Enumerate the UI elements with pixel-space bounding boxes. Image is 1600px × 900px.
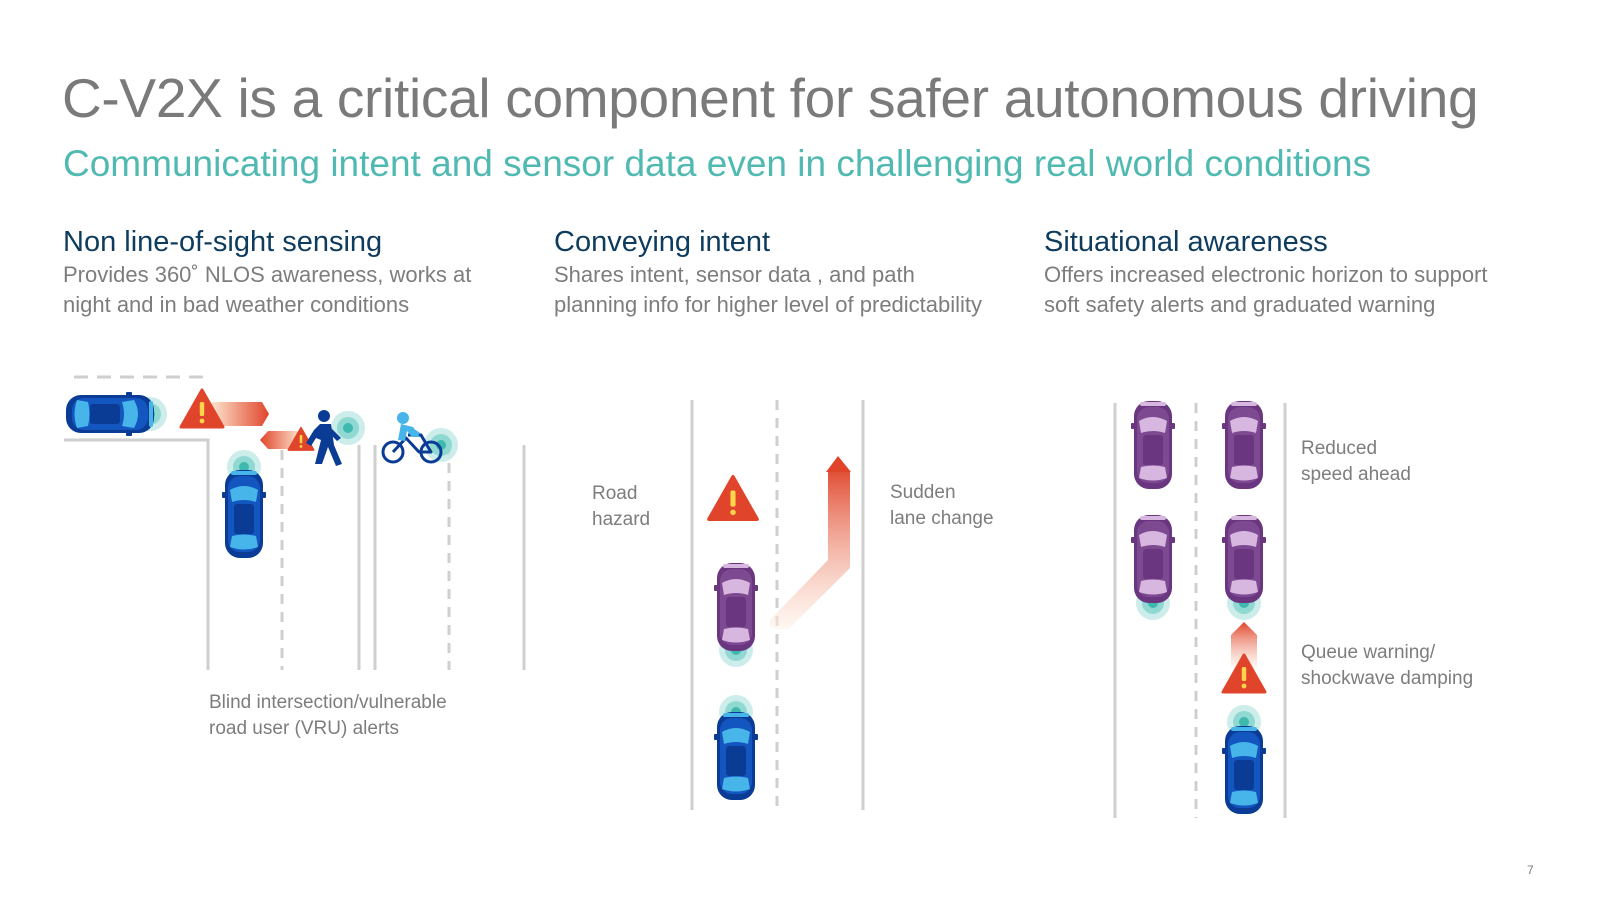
description-line: planning info for higher level of predic… <box>554 292 983 317</box>
label-line: road user (VRU) alerts <box>209 718 400 739</box>
warning-icon <box>1221 653 1267 694</box>
description-line: night and in bad weather conditions <box>63 292 410 317</box>
heading-conveying-intent: Conveying intent <box>554 226 771 258</box>
arrow-icon <box>770 465 850 630</box>
car-icon <box>222 450 266 558</box>
scene-blind-intersection <box>64 375 526 670</box>
page-number: 7 <box>1527 863 1534 877</box>
arrow-icon <box>260 431 300 449</box>
scene-conveying-intent <box>690 400 865 810</box>
heading-situational-awareness: Situational awareness <box>1044 226 1328 258</box>
car-icon <box>1222 401 1266 489</box>
label-line: lane change <box>890 508 994 529</box>
slide-title: C-V2X is a critical component for safer … <box>62 67 1479 129</box>
description-line: Provides 360˚ NLOS awareness, works at <box>63 262 472 287</box>
label-line: hazard <box>592 509 651 530</box>
car-icon <box>1131 401 1175 489</box>
label-line: Blind intersection/vulnerable <box>209 692 447 713</box>
description-situational-awareness: Offers increased electronic horizon to s… <box>1044 260 1514 320</box>
heading-nlos-sensing: Non line-of-sight sensing <box>63 226 383 258</box>
car-icon <box>1222 515 1266 620</box>
car-icon <box>1131 515 1175 620</box>
label-road-hazard: Road hazard <box>592 481 650 533</box>
label-line: Sudden <box>890 482 956 503</box>
car-icon <box>66 392 167 436</box>
arrow-icon <box>212 402 269 426</box>
label-line: Road <box>592 483 638 504</box>
label-queue-warning: Queue warning/ shockwave damping <box>1301 640 1473 692</box>
label-line: speed ahead <box>1301 464 1411 485</box>
label-line: shockwave damping <box>1301 668 1474 689</box>
cyclist-icon <box>381 412 458 464</box>
label-sudden-lane-change: Sudden lane change <box>890 480 994 532</box>
label-reduced-speed: Reduced speed ahead <box>1301 436 1411 488</box>
car-icon <box>714 563 758 667</box>
description-line: Shares intent, sensor data , and path <box>554 262 915 287</box>
scene-situational-awareness <box>1113 401 1287 818</box>
description-conveying-intent: Shares intent, sensor data , and path pl… <box>554 260 1024 320</box>
label-line: Reduced <box>1301 438 1378 459</box>
description-nlos-sensing: Provides 360˚ NLOS awareness, works at n… <box>63 260 533 320</box>
slide-subtitle: Communicating intent and sensor data eve… <box>63 143 1372 184</box>
label-blind-intersection: Blind intersection/vulnerable road user … <box>209 690 447 742</box>
warning-icon <box>707 474 759 521</box>
description-line: soft safety alerts and graduated warning <box>1044 292 1436 317</box>
arrow-icon <box>1231 622 1257 668</box>
label-line: Queue warning/ <box>1301 642 1436 663</box>
car-icon <box>1222 705 1266 814</box>
description-line: Offers increased electronic horizon to s… <box>1044 262 1488 287</box>
car-icon <box>714 695 758 800</box>
pedestrian-icon <box>306 410 365 466</box>
